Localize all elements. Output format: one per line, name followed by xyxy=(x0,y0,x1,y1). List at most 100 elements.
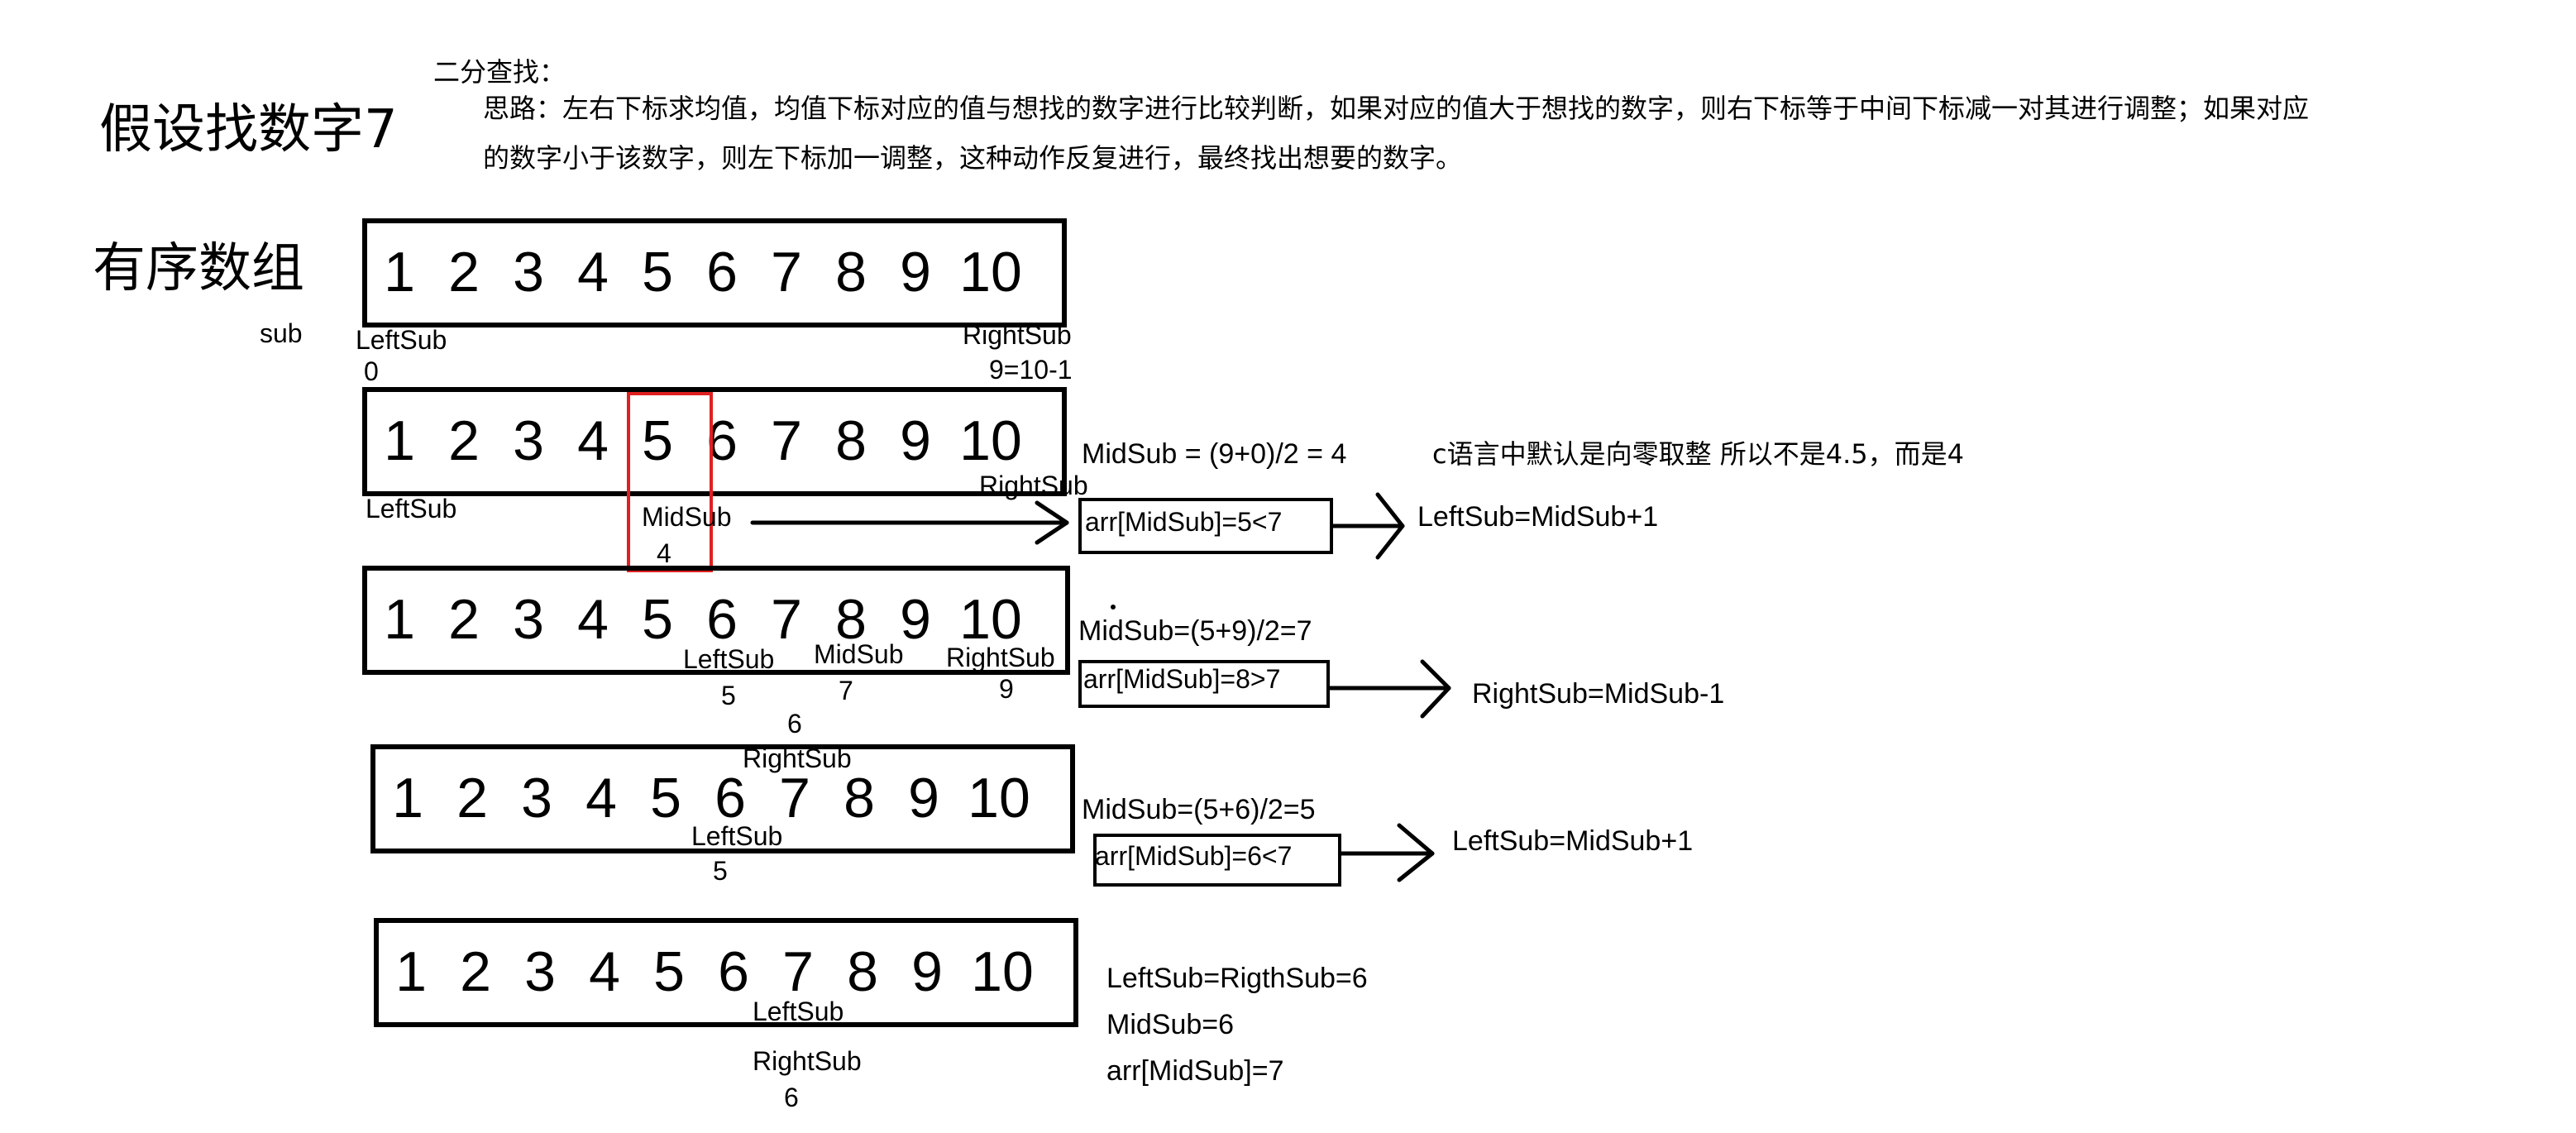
array-cell: 5 xyxy=(642,241,673,304)
array-cell: 7 xyxy=(782,940,814,1003)
idea-line-2: 的数字小于该数字，则左下标加一调整，这种动作反复进行，最终找出想要的数字。 xyxy=(483,142,1463,174)
row2-midsub-label: MidSub xyxy=(642,504,732,533)
row2-result: LeftSub=MidSub+1 xyxy=(1417,501,1659,533)
array-cell: 10 xyxy=(971,940,1034,1003)
row3-midsub-label: MidSub xyxy=(814,642,904,670)
array-cell: 6 xyxy=(706,241,738,304)
array-cell: 6 xyxy=(706,588,738,651)
array-cell: 1 xyxy=(395,940,427,1003)
array-cell: 10 xyxy=(959,588,1022,651)
row5-line-2: MidSub=6 xyxy=(1106,1009,1235,1040)
array-cell: 9 xyxy=(900,241,931,304)
array-cell: 8 xyxy=(835,409,867,472)
row2-formula: MidSub = (9+0)/2 = 4 xyxy=(1082,438,1347,470)
row3-midsub-value: 7 xyxy=(839,678,853,706)
array-cell: 9 xyxy=(900,588,931,651)
row2-compare-text: arr[MidSub]=5<7 xyxy=(1085,509,1283,538)
row3-leftsub-label: LeftSub xyxy=(683,647,775,675)
arrow-row3-result xyxy=(1327,659,1451,719)
arrow-midsub-to-compare xyxy=(750,500,1069,545)
row4-formula: MidSub=(5+6)/2=5 xyxy=(1082,794,1316,825)
array-cell: 2 xyxy=(448,409,480,472)
array-cell: 6 xyxy=(714,767,746,829)
row3-formula: MidSub=(5+9)/2=7 xyxy=(1078,615,1312,647)
row2-rightsub-label: RightSub xyxy=(979,473,1088,501)
row4-rightsub-value: 6 xyxy=(787,711,802,739)
array-cell: 4 xyxy=(577,409,609,472)
row5-rightsub-label: RightSub xyxy=(753,1049,862,1077)
row3-rightsub-label: RightSub xyxy=(946,645,1055,673)
array-cell: 4 xyxy=(577,588,609,651)
array-cell: 10 xyxy=(959,409,1022,472)
row3-rightsub-value: 9 xyxy=(999,676,1014,705)
array-cell: 2 xyxy=(448,588,480,651)
arrow-row4-result xyxy=(1339,823,1435,882)
array-cell: 3 xyxy=(521,767,552,829)
row1-leftsub-value: 0 xyxy=(364,359,379,387)
array-cell: 5 xyxy=(642,409,673,472)
array-box-3 xyxy=(362,566,1070,675)
row5-leftsub-label: LeftSub xyxy=(753,999,844,1027)
array-cell: 4 xyxy=(589,940,620,1003)
row4-leftsub-value: 5 xyxy=(713,858,728,887)
array-cell: 8 xyxy=(835,241,867,304)
array-cell: 1 xyxy=(384,409,415,472)
array-cell: 7 xyxy=(771,409,802,472)
array-cell: 9 xyxy=(911,940,943,1003)
row1-rightsub-value: 9=10-1 xyxy=(989,357,1073,385)
array-box-1 xyxy=(362,218,1067,327)
row2-midsub-value: 4 xyxy=(657,541,671,569)
row4-compare-text: arr[MidSub]=6<7 xyxy=(1095,844,1293,872)
array-cell: 2 xyxy=(456,767,488,829)
row3-leftsub-value: 5 xyxy=(721,683,736,711)
array-box-2 xyxy=(362,387,1067,496)
array-cell: 1 xyxy=(392,767,423,829)
row4-rightsub-label: RightSub xyxy=(743,746,852,774)
array-cell: 1 xyxy=(384,588,415,651)
idea-line-1: 思路：左右下标求均值，均值下标对应的值与想找的数字进行比较判断，如果对应的值大于… xyxy=(483,93,2310,124)
array-cell: 5 xyxy=(642,588,673,651)
array-cell: 10 xyxy=(959,241,1022,304)
rounding-note: c语言中默认是向零取整 所以不是4.5，而是4 xyxy=(1432,438,1965,470)
stray-dot xyxy=(1111,605,1116,610)
array-cell: 3 xyxy=(513,409,544,472)
arrow-row2-result xyxy=(1331,492,1405,560)
array-cell: 4 xyxy=(577,241,609,304)
array-cell: 5 xyxy=(653,940,685,1003)
array-box-5 xyxy=(374,918,1078,1027)
array-cell: 3 xyxy=(524,940,556,1003)
section-subtitle: 二分查找： xyxy=(433,56,566,88)
array-cell: 6 xyxy=(718,940,749,1003)
row4-leftsub-label: LeftSub xyxy=(691,824,783,852)
array-cell: 10 xyxy=(968,767,1030,829)
array-cell: 8 xyxy=(844,767,875,829)
sub-label: sub xyxy=(260,321,303,349)
row5-line-1: LeftSub=RigthSub=6 xyxy=(1106,963,1368,994)
row5-rightsub-value: 6 xyxy=(784,1085,799,1113)
array-cell: 7 xyxy=(771,588,802,651)
row1-rightsub-label: RightSub xyxy=(963,323,1072,351)
array-cell: 7 xyxy=(771,241,802,304)
row3-result: RightSub=MidSub-1 xyxy=(1472,678,1725,710)
mid-highlight-box xyxy=(627,392,713,572)
row3-compare-text: arr[MidSub]=8>7 xyxy=(1083,667,1281,695)
array-cell: 8 xyxy=(847,940,878,1003)
array-box-4 xyxy=(370,744,1075,853)
page-title: 假设找数字7 xyxy=(99,98,398,160)
array-cell: 1 xyxy=(384,241,415,304)
row1-leftsub-label: LeftSub xyxy=(356,327,447,356)
row4-result: LeftSub=MidSub+1 xyxy=(1452,825,1694,857)
row4-compare-box xyxy=(1093,834,1341,887)
array-cell: 2 xyxy=(448,241,480,304)
array-cell: 2 xyxy=(460,940,491,1003)
array-cell: 3 xyxy=(513,588,544,651)
array-cell: 3 xyxy=(513,241,544,304)
array-cell: 9 xyxy=(908,767,939,829)
row5-line-3: arr[MidSub]=7 xyxy=(1106,1055,1284,1087)
array-cell: 4 xyxy=(585,767,617,829)
